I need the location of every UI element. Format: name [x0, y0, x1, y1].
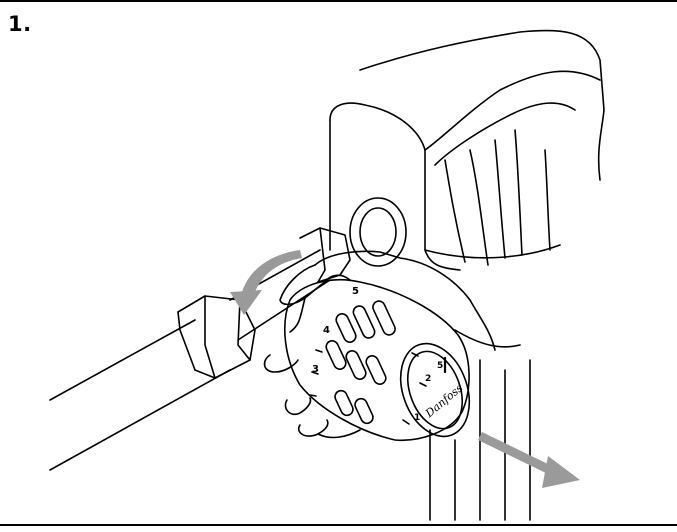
scale-label-3: 3 [312, 364, 319, 375]
top-border [0, 0, 677, 2]
pull-out-arrow [478, 432, 580, 488]
rotate-counterclockwise-arrow [230, 250, 302, 315]
scale-label-2: 2 [425, 374, 431, 384]
union-nut [177, 295, 256, 379]
bottom-border [0, 524, 677, 526]
thermostat-head [284, 278, 471, 442]
valve-nut [299, 227, 351, 283]
brand-logo: Danfoss [422, 381, 465, 420]
scale-label-1: 1 [414, 413, 420, 423]
scale-label-4: 4 [323, 325, 330, 336]
pipe [49, 249, 331, 471]
radiator [329, 29, 605, 521]
hand [263, 250, 496, 439]
scale-label-5-dial: 5 [437, 361, 443, 371]
step-number: 1. [8, 12, 32, 36]
scale-label-5: 5 [352, 286, 359, 297]
